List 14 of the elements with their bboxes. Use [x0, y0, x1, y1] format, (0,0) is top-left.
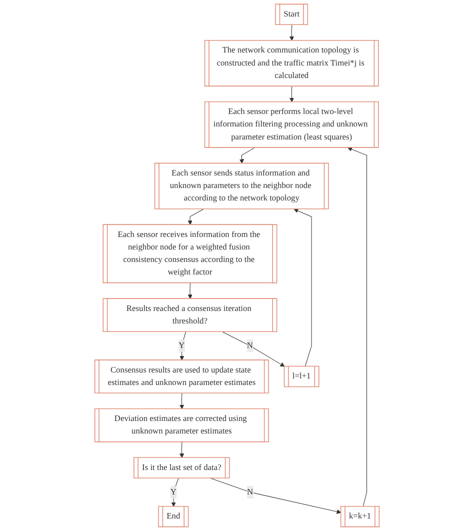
arrow	[348, 147, 368, 507]
edge-label: N	[247, 487, 254, 496]
arrow	[239, 147, 255, 164]
arrow	[289, 86, 294, 102]
arrow	[222, 332, 285, 367]
edge-label: Y	[170, 487, 176, 496]
arrow	[289, 24, 294, 41]
arrow	[294, 208, 312, 367]
arrow	[188, 208, 204, 226]
edge-label: Y	[178, 341, 185, 350]
arrow	[180, 393, 184, 410]
arrow	[188, 282, 192, 300]
arrow	[180, 442, 184, 458]
edge-label: N	[246, 341, 253, 350]
